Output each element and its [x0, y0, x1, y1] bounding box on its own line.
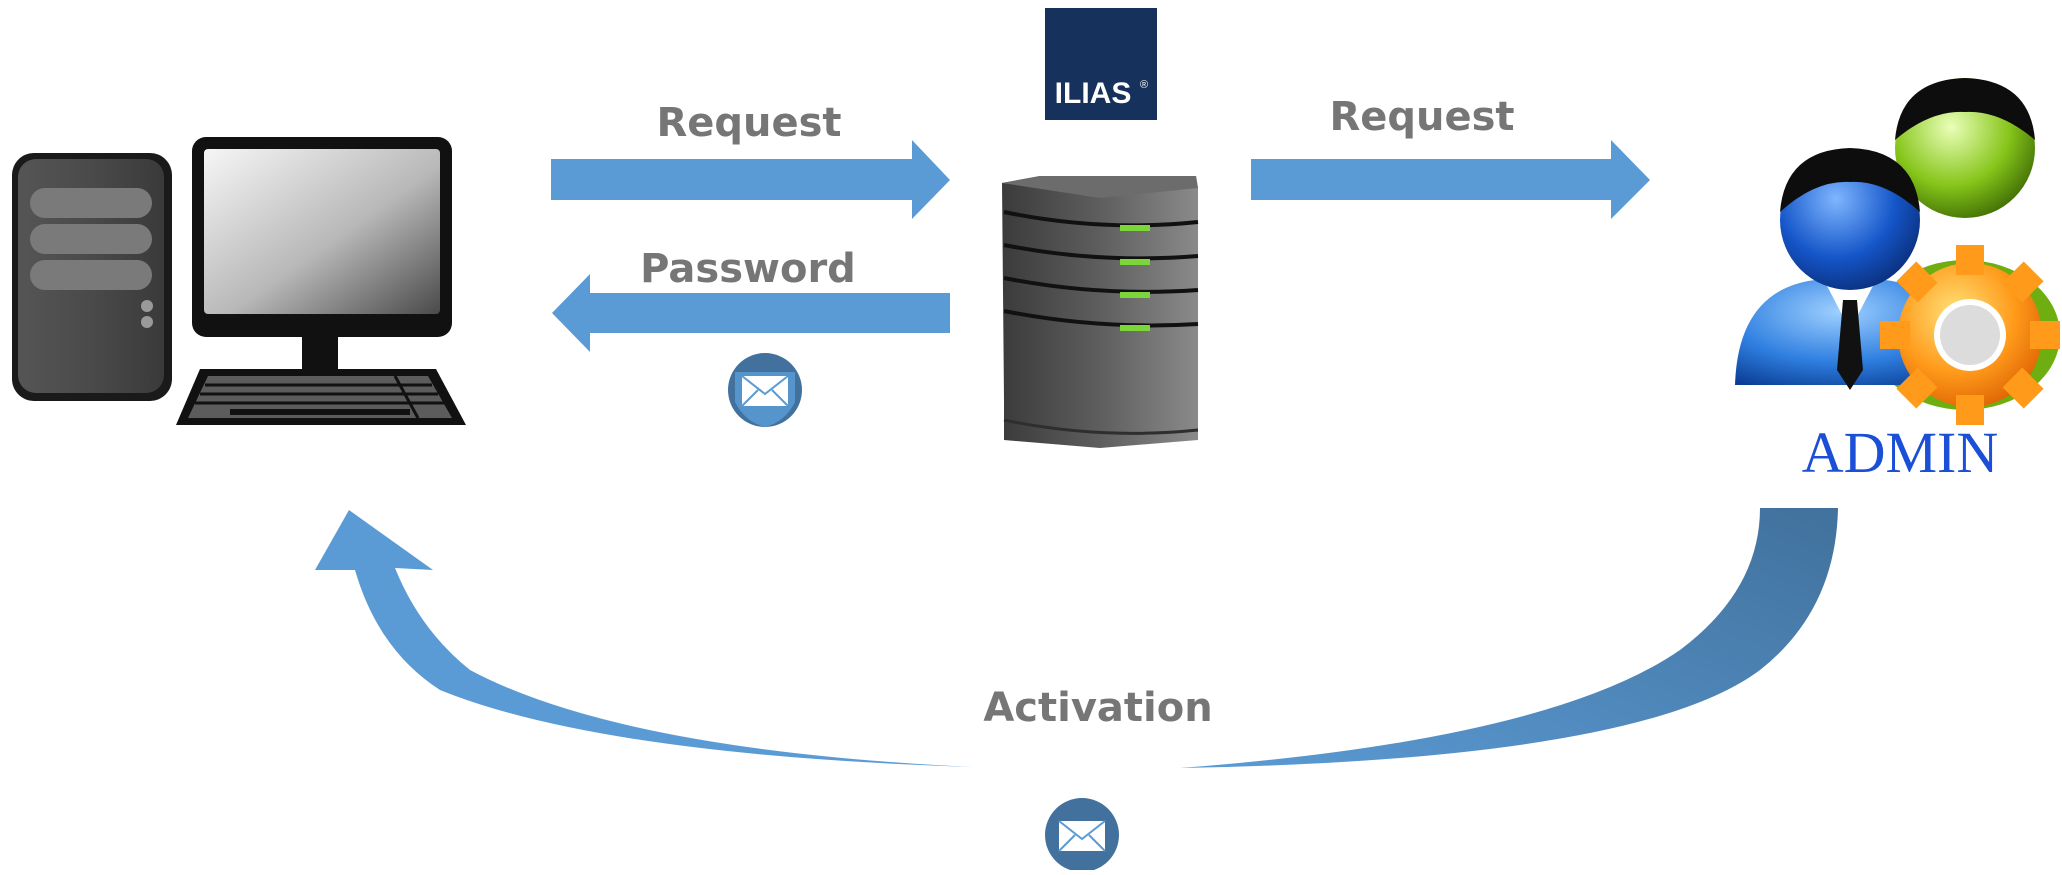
- ilias-logo-text: ILIAS: [1055, 77, 1132, 110]
- request-label-1: Request: [656, 100, 841, 146]
- desktop-computer-icon: [12, 137, 466, 425]
- ilias-logo: ILIAS ®: [1045, 8, 1157, 120]
- ilias-logo-mark: ®: [1140, 79, 1148, 91]
- envelope-icon-bottom: [1045, 798, 1119, 872]
- server-icon: [1002, 176, 1199, 448]
- envelope-icon: [728, 353, 802, 427]
- password-label: Password: [640, 246, 856, 292]
- activation-label: Activation: [983, 685, 1212, 731]
- activation-arrow-right: [1180, 508, 1838, 768]
- admin-users-gear-icon: ADMIN: [1735, 78, 2060, 487]
- password-arrow-left: [552, 274, 950, 352]
- request-arrow-right-1: [551, 140, 950, 219]
- admin-label: ADMIN: [1802, 420, 1999, 485]
- request-label-2: Request: [1329, 94, 1514, 140]
- request-arrow-right-2: [1251, 140, 1650, 219]
- activation-arrow-left: [315, 510, 972, 767]
